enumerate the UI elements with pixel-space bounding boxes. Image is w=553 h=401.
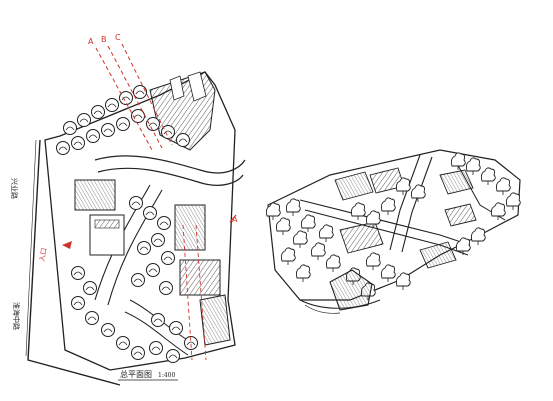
street-label-bottom: 淮海中路 <box>12 302 21 330</box>
entry-marker: 入口 <box>38 247 48 262</box>
plan-street-edge <box>27 139 121 386</box>
plan-ground-outline <box>44 71 236 371</box>
courtyard-building-3 <box>174 204 206 251</box>
section-marker-right: A <box>232 215 238 224</box>
courtyard-building-1 <box>74 179 116 211</box>
aerial-landmark <box>329 269 373 311</box>
section-label-c: C <box>115 33 121 42</box>
site-plan: A B C A 入口 兴业路 淮海中路 总平面图 1:400 <box>10 33 246 386</box>
plan-scale: 1:400 <box>158 372 175 379</box>
plan-main-road <box>94 155 246 174</box>
street-label-top: 兴业路 <box>10 178 19 199</box>
section-label-a: A <box>88 37 94 46</box>
section-lines <box>62 43 237 361</box>
section-label-b: B <box>101 35 107 44</box>
aerial-perspective <box>265 149 521 314</box>
aerial-road-2 <box>389 154 421 251</box>
plan-caption: 总平面图 1:400 <box>118 369 178 381</box>
plan-title: 总平面图 <box>120 369 152 379</box>
